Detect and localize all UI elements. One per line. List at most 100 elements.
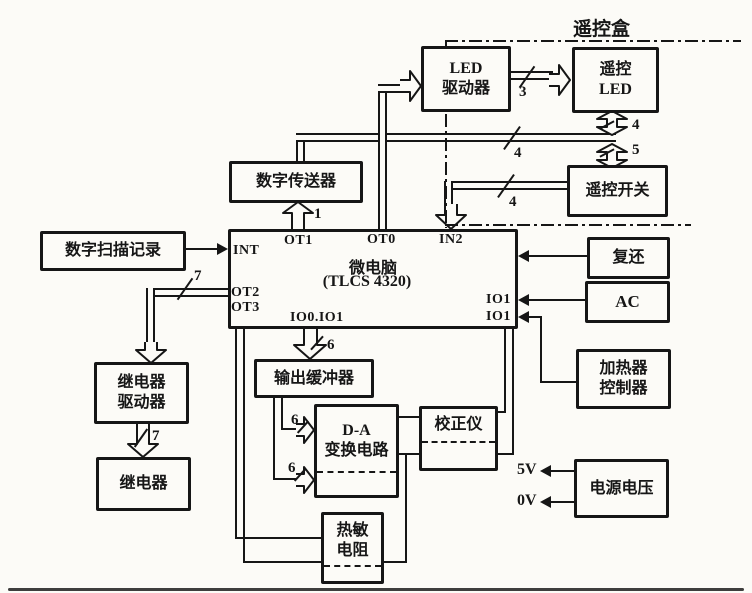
block-da-converter: D-A 变换电路: [314, 404, 399, 498]
arrow-ac-icon: [518, 294, 529, 306]
block-microcomputer: [228, 229, 518, 329]
block-label: 加热器: [599, 360, 648, 377]
bus-arrow-remote-bidir-icon: [596, 111, 628, 169]
bus-width-label: 4: [514, 145, 522, 161]
wire-heater-h2: [529, 316, 542, 318]
bus-arrow-relaydriver-down-icon: [135, 342, 167, 364]
block-label: LED: [599, 81, 632, 98]
pin-ot0: OT0: [367, 232, 396, 247]
micro-subtitle: (TLCS 4320): [322, 273, 412, 290]
voltage-5v-label: 5V: [517, 461, 537, 478]
block-label: 继电器: [117, 374, 166, 391]
scan-artifact: [8, 588, 744, 591]
block-label: 电阻: [336, 542, 369, 559]
block-label: 控制器: [599, 380, 648, 397]
block-reset: 复还: [587, 237, 670, 279]
remote-box-border-top: [445, 40, 741, 42]
block-label: 数字传送器: [255, 173, 336, 190]
block-label: 数字扫描记录: [64, 242, 161, 259]
block-label: 变换电路: [324, 442, 389, 459]
block-label: 电源电压: [589, 479, 654, 497]
block-led-driver: LED 驱动器: [421, 46, 511, 112]
wire-5v: [551, 470, 575, 472]
bus-width-label: 5: [632, 142, 640, 158]
pin-io1-a: IO1: [486, 292, 511, 307]
block-remote-led: 遥控 LED: [572, 47, 659, 113]
wire-buf-da1-v: [281, 398, 283, 430]
wire-scanrecord-int: [186, 248, 226, 250]
pin-in2: IN2: [439, 232, 464, 247]
block-divider: [317, 471, 396, 473]
bus-width-label: 4: [632, 117, 640, 133]
block-divider: [324, 565, 381, 567]
wire-cal-up1-h: [498, 411, 506, 413]
wire-buf-da2-h: [273, 478, 298, 480]
block-thermistor: 热敏 电阻: [321, 512, 384, 584]
block-label: 校正仪: [434, 416, 483, 433]
wire-therm-v1: [235, 329, 237, 539]
bus-width-label: 7: [194, 268, 202, 284]
voltage-0v-label: 0V: [517, 492, 537, 509]
arrow-int-icon: [217, 243, 228, 255]
bus-arrow-leddriver-right-icon: [400, 70, 422, 102]
block-remote-switch: 遥控开关: [567, 165, 668, 217]
pin-io0-io1: IO0.IO1: [290, 310, 344, 325]
block-label: 驱动器: [441, 80, 490, 97]
bus-ot2-v: [146, 288, 155, 346]
wire-da-cal-2: [399, 453, 420, 455]
bus-ot2-h: [150, 288, 228, 297]
pin-io1-b: IO1: [486, 309, 511, 324]
micro-title: 微电脑: [348, 260, 397, 277]
wire-buf-da1-h: [281, 428, 298, 430]
block-digital-scan-record: 数字扫描记录: [40, 231, 186, 271]
wire-heater-v: [540, 316, 542, 383]
block-label: 复还: [612, 249, 645, 266]
block-label: 热敏: [336, 522, 369, 539]
bus-width-label: 6: [327, 337, 335, 353]
bus-ot0-v: [378, 84, 387, 230]
wire-da-cal-1: [399, 416, 420, 418]
block-label: AC: [615, 292, 640, 312]
block-label: 驱动器: [117, 394, 166, 411]
block-output-buffer: 输出缓冲器: [254, 359, 374, 398]
pin-ot3: OT3: [231, 300, 260, 315]
remote-box-label: 遥控盒: [573, 19, 631, 40]
wire-ac-micro: [529, 299, 585, 301]
pin-ot2: OT2: [231, 285, 260, 300]
remote-box-border-bottom: [445, 224, 691, 226]
block-label: 遥控开关: [585, 182, 650, 199]
wire-buf-da2-v: [273, 398, 275, 480]
block-calibrator: 校正仪: [419, 406, 498, 471]
wire-therm-h1: [235, 537, 323, 539]
wire-reset-micro: [529, 255, 587, 257]
bus-arrow-ot1-up-icon: [282, 201, 314, 231]
bus-width-label: 6: [288, 460, 296, 476]
block-label: 遥控: [599, 61, 632, 78]
block-relay: 继电器: [96, 457, 191, 511]
arrow-5v-icon: [540, 465, 551, 477]
bus-width-label: 3: [519, 84, 527, 100]
bus-arrow-io-down-icon: [293, 327, 327, 360]
arrow-heater-icon: [518, 311, 529, 323]
wire-therm-v2: [243, 329, 245, 563]
block-label: 继电器: [119, 475, 168, 492]
wire-therm-v3: [405, 454, 407, 563]
bus-width-label: 1: [314, 206, 322, 222]
wire-cal-up1-v: [504, 329, 506, 413]
block-digital-transmitter: 数字传送器: [229, 161, 363, 203]
pin-int: INT: [233, 243, 260, 258]
block-label: LED: [449, 60, 483, 77]
wire-0v: [551, 501, 575, 503]
wire-cal-up2-h: [498, 453, 514, 455]
arrow-reset-icon: [518, 250, 529, 262]
arrow-0v-icon: [540, 496, 551, 508]
bus-width-label: 4: [509, 194, 517, 210]
bus-led-h: [511, 71, 553, 80]
bus-width-label: 6: [291, 412, 299, 428]
wire-heater-h: [540, 381, 577, 383]
block-relay-driver: 继电器 驱动器: [94, 362, 189, 424]
bus-width-label: 7: [152, 428, 160, 444]
block-power-voltage: 电源电压: [574, 459, 669, 518]
bus-transmit-v: [296, 133, 305, 163]
